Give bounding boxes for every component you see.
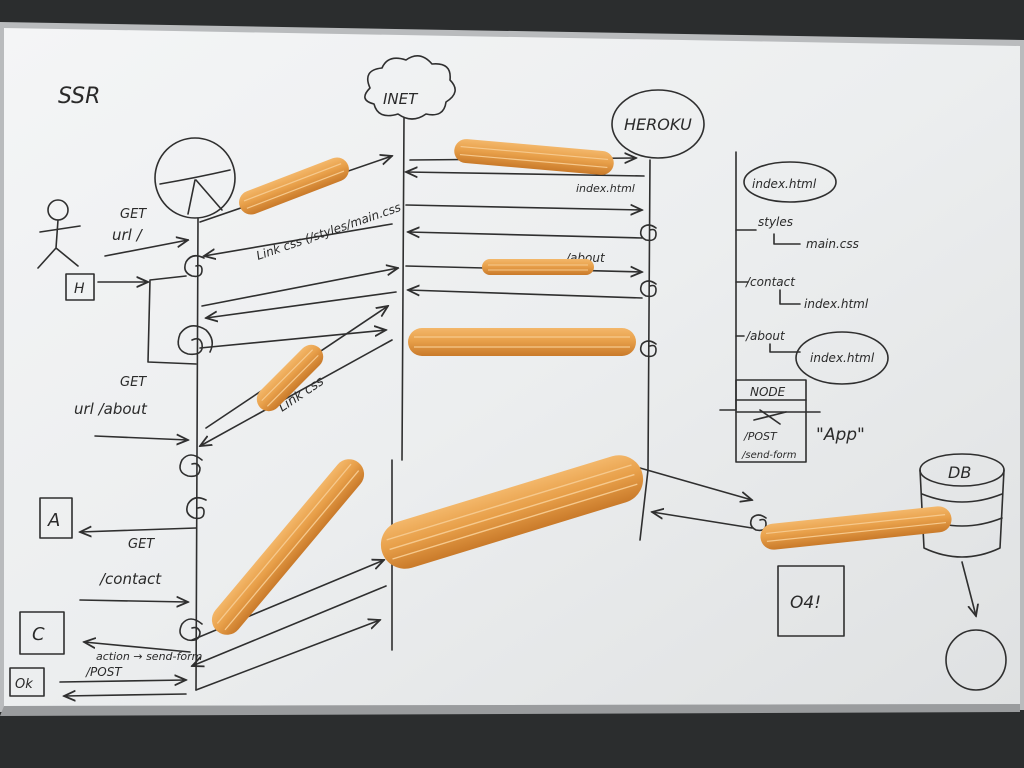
db-label: DB [948, 463, 971, 482]
app-label: "App" [816, 425, 865, 445]
file-tree-about: /about [745, 329, 786, 343]
label-action-send-form: action → send-form [96, 650, 202, 663]
node-box [735, 379, 807, 463]
db-output-circle [945, 629, 1007, 691]
file-tree-contact: /contact [745, 275, 796, 289]
file-tree-index-circle [743, 161, 837, 203]
status-box-label: O4! [790, 593, 821, 613]
inet-label: INET [383, 90, 419, 108]
file-tree-index: index.html [752, 177, 817, 191]
database-cylinder [919, 453, 1005, 558]
heroku-server-circle [611, 89, 705, 159]
churro-overlays [211, 139, 952, 635]
heroku-label: HEROKU [624, 115, 692, 134]
box-ok [9, 667, 45, 697]
file-tree-main-css: main.css [806, 237, 859, 251]
label-get-1: GET [120, 207, 147, 222]
label-get-2: GET [120, 375, 147, 390]
label-contact: /contact [98, 570, 162, 588]
box-h [65, 273, 95, 301]
inet-cloud [364, 55, 456, 120]
node-box-title: NODE [750, 385, 786, 399]
box-c [19, 611, 65, 655]
whiteboard-surface [4, 28, 1020, 706]
label-post: /POST [85, 665, 123, 679]
box-a [39, 497, 73, 539]
label-index-html-heroku: index.html [576, 182, 635, 195]
browser-circle [154, 137, 236, 219]
box-c-label: C [32, 624, 45, 645]
node-box-post: /POST [743, 430, 778, 443]
box-ok-label: Ok [15, 677, 33, 692]
label-get-3: GET [128, 537, 155, 552]
user-stick-figure [37, 199, 81, 269]
file-tree-about-index: index.html [810, 351, 875, 365]
status-box [777, 565, 845, 637]
file-tree-styles: styles [758, 215, 793, 229]
label-url-about: url /about [74, 400, 148, 418]
browser-lifeline [195, 217, 199, 691]
spiral-markers [177, 224, 767, 642]
box-h-label: H [74, 281, 85, 297]
title-ssr: SSR [58, 84, 100, 109]
box-a-label: A [47, 510, 60, 531]
label-url-slash: url / [112, 226, 144, 244]
file-tree-contact-index: index.html [804, 297, 869, 311]
node-box-send: /send-form [741, 450, 797, 461]
